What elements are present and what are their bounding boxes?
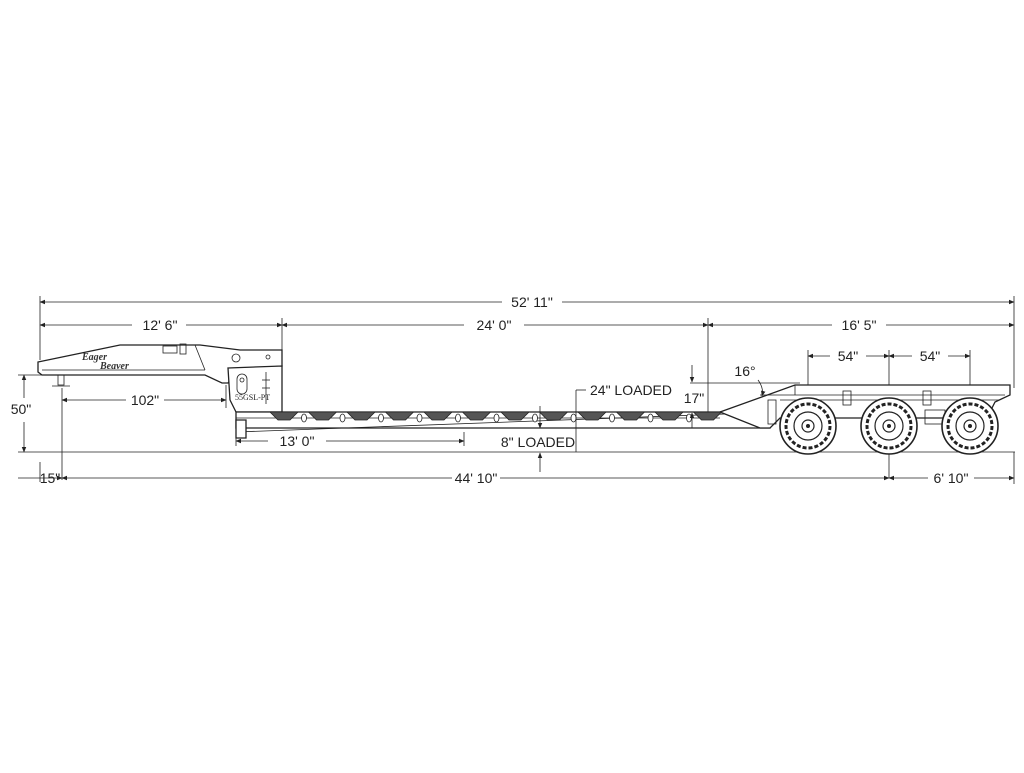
outrigger-bracket xyxy=(500,411,530,421)
outrigger-bracket xyxy=(307,411,338,421)
kingpin-to-axle-label: 44' 10" xyxy=(455,470,498,486)
control-box xyxy=(179,343,187,355)
outrigger-bracket xyxy=(423,411,453,421)
wheel-1 xyxy=(779,397,837,455)
brand-line-1: Eager xyxy=(81,352,107,363)
kingpin-height-dimension: 50" xyxy=(11,374,56,453)
stake-pocket xyxy=(532,413,538,423)
stake-pocket xyxy=(301,413,307,423)
loaded-height-rear-label: 24" LOADED xyxy=(590,382,672,398)
stake-pocket xyxy=(378,413,384,423)
wheel-3 xyxy=(941,397,999,455)
rear-section-length-dimension: 16' 5" xyxy=(707,317,1015,333)
deck-length-label: 24' 0" xyxy=(477,317,512,333)
kingpin-to-front-dimension: 102" xyxy=(61,385,227,480)
outrigger-bracket xyxy=(538,411,569,421)
rear-overhang-dimension: 6' 10" xyxy=(888,452,1015,486)
swing-radius-dimension: 15" xyxy=(18,462,63,486)
outrigger-bracket xyxy=(654,411,684,421)
axle-spacing-2-label: 54" xyxy=(920,348,941,364)
loaded-height-rear-dimension: 24" LOADED xyxy=(575,382,672,452)
stake-pocket xyxy=(686,413,692,423)
rear-overhang-label: 6' 10" xyxy=(934,470,969,486)
outrigger-bracket xyxy=(384,411,415,421)
stake-pocket xyxy=(609,413,615,423)
outrigger-bracket xyxy=(269,411,299,421)
gooseneck-neck: 55GSL-PT xyxy=(227,365,283,413)
deck-length-dimension: 24' 0" xyxy=(281,317,709,412)
loaded-height-deck-dimension: 8" LOADED xyxy=(501,406,575,472)
kingpin xyxy=(52,374,70,387)
brand-line-2: Beaver xyxy=(99,361,129,372)
stake-pocket xyxy=(647,413,654,423)
approach-angle-label: 16° xyxy=(734,363,755,379)
gooseneck-length-label: 12' 6" xyxy=(143,317,178,333)
kingpin-to-front-label: 102" xyxy=(131,392,159,408)
stake-pocket xyxy=(416,413,423,423)
kingpin-height-label: 50" xyxy=(11,401,32,417)
suspension-hanger-2 xyxy=(922,390,932,406)
axle-spacing-1-label: 54" xyxy=(838,348,859,364)
swing-radius-label: 15" xyxy=(40,470,61,486)
model-label: 55GSL-PT xyxy=(235,393,270,402)
stake-pocket xyxy=(339,413,346,423)
badge-plate xyxy=(162,345,178,354)
stake-pocket xyxy=(570,413,577,423)
axle-spacing-dimensions: 54" 54" xyxy=(807,348,971,478)
loaded-height-deck-label: 8" LOADED xyxy=(501,434,575,450)
outrigger-bracket xyxy=(461,411,492,421)
outrigger-bracket xyxy=(615,411,646,421)
deck-section-dimension: 13' 0" xyxy=(235,432,465,449)
rear-section-length-label: 16' 5" xyxy=(842,317,877,333)
stake-pocket xyxy=(455,413,461,423)
suspension-hanger-1 xyxy=(842,390,852,406)
front-bumper xyxy=(235,419,247,439)
beavertail-rise-dimension: 17" xyxy=(684,365,800,428)
pivot-bolt xyxy=(265,354,271,360)
kingpin-to-axle-dimension: 44' 10" xyxy=(61,470,890,486)
hydraulic-cylinder xyxy=(236,373,248,395)
rear-bracket xyxy=(767,399,777,425)
outrigger-bracket xyxy=(577,411,607,421)
approach-angle-dimension: 16° xyxy=(734,363,766,397)
deck-section-label: 13' 0" xyxy=(280,433,315,449)
outrigger-bracket xyxy=(346,411,376,421)
wheel-2 xyxy=(860,397,918,455)
overall-length-dimension: 52' 11" xyxy=(39,294,1015,388)
pivot-pin xyxy=(231,353,241,363)
stake-pockets xyxy=(301,413,692,423)
overall-length-label: 52' 11" xyxy=(511,294,553,310)
beavertail-rise-label: 17" xyxy=(684,390,705,406)
brand-logo: Eager Beaver xyxy=(81,352,129,372)
stake-pocket xyxy=(493,413,500,423)
